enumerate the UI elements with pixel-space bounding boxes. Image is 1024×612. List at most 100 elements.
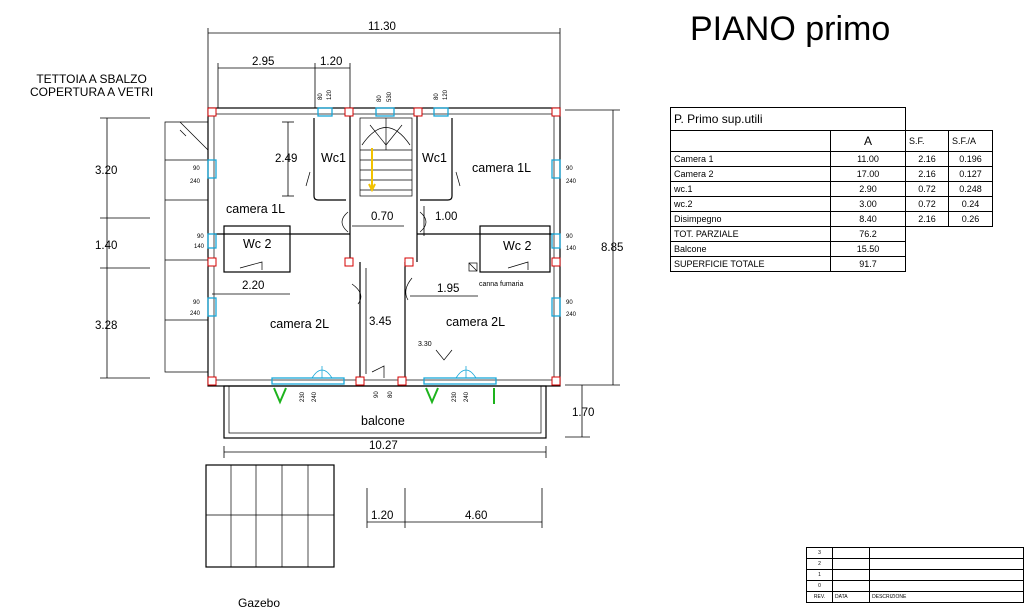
cell-sfa: 0.26 bbox=[948, 211, 993, 227]
cell-a: 8.40 bbox=[830, 211, 906, 227]
cell-sf: 0.72 bbox=[905, 181, 949, 197]
cell-a: 2.90 bbox=[830, 181, 906, 197]
opening-b230b: 230 bbox=[452, 391, 458, 402]
walls bbox=[164, 107, 561, 568]
revision-header-data: DATA bbox=[832, 591, 871, 603]
dim-3-30: 3.30 bbox=[418, 341, 432, 348]
cell-a: 3.00 bbox=[830, 196, 906, 212]
room-camera2l-right: camera 2L bbox=[446, 315, 505, 329]
opening-b240b: 240 bbox=[464, 391, 470, 402]
room-camera1l-left: camera 1L bbox=[226, 202, 285, 216]
revision-description bbox=[869, 569, 1024, 581]
opening-l90c: 90 bbox=[193, 300, 200, 306]
cell-name: Disimpegno bbox=[670, 211, 831, 227]
table-row-tot-parziale: TOT. PARZIALE 76.2 bbox=[670, 226, 993, 242]
cell-name: wc.2 bbox=[670, 196, 831, 212]
opening-80c: 80 bbox=[434, 93, 440, 100]
room-wc1-right: Wc1 bbox=[422, 151, 447, 165]
opening-l140b: 140 bbox=[194, 244, 205, 250]
dim-1-40: 1.40 bbox=[95, 240, 117, 252]
surface-table: P. Primo sup.utili A S.F. S.F./A Camera … bbox=[670, 107, 993, 272]
revision-date bbox=[832, 558, 871, 570]
revision-number: 0 bbox=[805, 580, 834, 592]
table-header-sf: S.F. bbox=[905, 130, 949, 152]
table-row-balcone: Balcone 15.50 bbox=[670, 241, 993, 257]
dim-1-20-bottom: 1.20 bbox=[371, 510, 393, 522]
opening-r240a: 240 bbox=[566, 179, 577, 185]
opening-l240a: 240 bbox=[190, 179, 201, 185]
opening-b90: 90 bbox=[374, 391, 380, 398]
opening-120a: 120 bbox=[327, 89, 333, 100]
opening-r240c: 240 bbox=[566, 312, 577, 318]
opening-r90a: 90 bbox=[566, 166, 573, 172]
revision-date bbox=[832, 580, 871, 592]
revision-header-descrizione: DESCRIZIONE bbox=[869, 591, 1024, 603]
room-camera2l-left: camera 2L bbox=[270, 317, 329, 331]
opening-530: 530 bbox=[387, 91, 393, 102]
dimension-lines bbox=[100, 28, 620, 528]
cell-sfa: 0.127 bbox=[948, 166, 993, 182]
tettoia-line-1: TETTOIA A SBALZO bbox=[36, 72, 147, 86]
revision-date bbox=[832, 569, 871, 581]
revision-number: 3 bbox=[805, 547, 834, 559]
cell-sfa: 0.248 bbox=[948, 181, 993, 197]
revision-description bbox=[869, 547, 1024, 559]
revision-description bbox=[869, 580, 1024, 592]
opening-r90b: 90 bbox=[566, 234, 573, 240]
cell-a: 17.00 bbox=[830, 166, 906, 182]
dim-8-85: 8.85 bbox=[601, 242, 623, 254]
opening-120c: 120 bbox=[443, 89, 449, 100]
room-wc1-left: Wc1 bbox=[321, 151, 346, 165]
cell-name: Camera 2 bbox=[670, 166, 831, 182]
dim-3-45: 3.45 bbox=[369, 316, 391, 328]
cell-sf: 0.72 bbox=[905, 196, 949, 212]
openings bbox=[207, 107, 561, 405]
revision-date bbox=[832, 547, 871, 559]
revision-row: 3 bbox=[805, 547, 1024, 559]
table-header-blank bbox=[670, 130, 831, 152]
opening-l90a: 90 bbox=[193, 166, 200, 172]
dim-0-70: 0.70 bbox=[371, 211, 393, 223]
cell-a: 11.00 bbox=[830, 151, 906, 167]
opening-80a: 80 bbox=[318, 93, 324, 100]
dim-3-20: 3.20 bbox=[95, 165, 117, 177]
table-row: wc.1 2.90 0.72 0.248 bbox=[670, 181, 993, 197]
table-header-sfa: S.F./A bbox=[948, 130, 993, 152]
table-row: Camera 1 11.00 2.16 0.196 bbox=[670, 151, 993, 167]
revision-description bbox=[869, 558, 1024, 570]
opening-b230a: 230 bbox=[300, 391, 306, 402]
cell-name: Camera 1 bbox=[670, 151, 831, 167]
columns bbox=[207, 107, 561, 386]
revision-number: 2 bbox=[805, 558, 834, 570]
dimension-texts: 11.30 2.95 1.20 2.49 0.70 1.00 3.20 1.40… bbox=[95, 21, 623, 522]
cell-a: 76.2 bbox=[830, 226, 906, 242]
canna-fumaria-label: canna fumaria bbox=[479, 281, 523, 288]
revision-header: REV. DATA DESCRIZIONE bbox=[805, 591, 1024, 603]
table-row-superficie: SUPERFICIE TOTALE 91.7 bbox=[670, 256, 993, 272]
room-labels: Wc1 Wc1 camera 1L camera 1L Wc 2 Wc 2 ca… bbox=[226, 151, 532, 428]
cell-sf: 2.16 bbox=[905, 151, 949, 167]
opening-l90b: 90 bbox=[197, 234, 204, 240]
opening-b80: 80 bbox=[388, 391, 394, 398]
dim-2-95: 2.95 bbox=[252, 56, 274, 68]
page-title: PIANO primo bbox=[690, 10, 891, 48]
room-camera1l-right: camera 1L bbox=[472, 161, 531, 175]
opening-r90c: 90 bbox=[566, 300, 573, 306]
revision-row: 1 bbox=[805, 569, 1024, 581]
opening-l240c: 240 bbox=[190, 311, 201, 317]
dim-1-00: 1.00 bbox=[435, 211, 457, 223]
table-row: Disimpegno 8.40 2.16 0.26 bbox=[670, 211, 993, 227]
revision-row: 2 bbox=[805, 558, 1024, 570]
cell-name: TOT. PARZIALE bbox=[670, 226, 831, 242]
cell-name: SUPERFICIE TOTALE bbox=[670, 256, 831, 272]
tettoia-line-2: COPERTURA A VETRI bbox=[30, 85, 154, 99]
table-row: Camera 2 17.00 2.16 0.127 bbox=[670, 166, 993, 182]
dim-3-28: 3.28 bbox=[95, 320, 117, 332]
dim-2-20: 2.20 bbox=[242, 280, 264, 292]
dim-4-60: 4.60 bbox=[465, 510, 487, 522]
room-wc2-left: Wc 2 bbox=[243, 237, 272, 251]
opening-r140b: 140 bbox=[566, 246, 577, 252]
revision-number: 1 bbox=[805, 569, 834, 581]
cell-name: wc.1 bbox=[670, 181, 831, 197]
